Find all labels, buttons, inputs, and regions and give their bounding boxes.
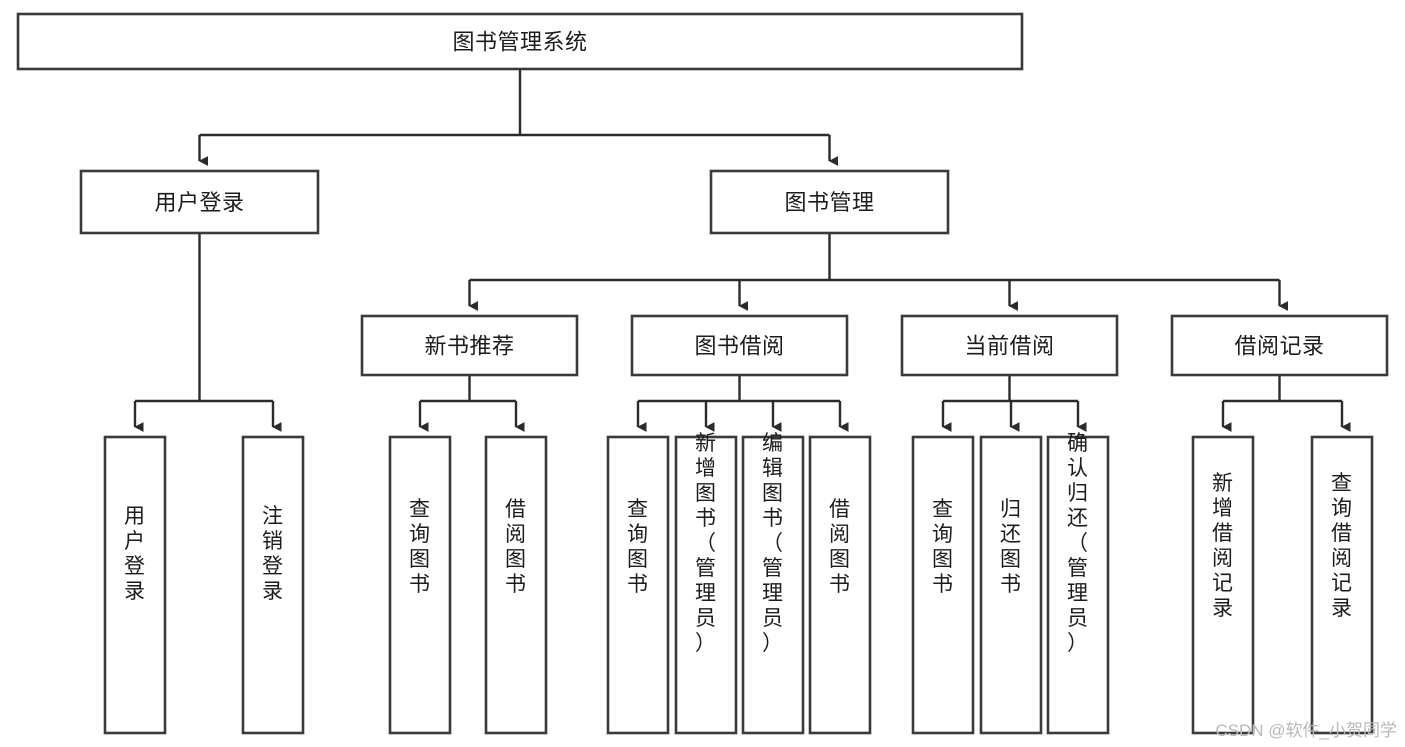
node-leaf-borrow-book-1[interactable]: 借阅图书: [484, 435, 548, 735]
node-label-leaf-add-book-admin: 新增图书（管理员）: [695, 432, 717, 655]
node-label-leaf-query-book-2: 查询图书: [627, 498, 649, 596]
node-label-book-borrow: 图书借阅: [694, 334, 784, 359]
node-label-leaf-borrow-book-1: 借阅图书: [505, 498, 527, 596]
node-user-login[interactable]: 用户登录: [79, 169, 320, 235]
node-box-book-manage: [709, 169, 950, 235]
edge-group-from-root: [198, 69, 839, 166]
node-leaf-query-book-2[interactable]: 查询图书: [606, 435, 670, 735]
node-leaf-add-book-admin[interactable]: 新增图书（管理员）: [674, 432, 738, 735]
node-box-book-borrow: [630, 314, 849, 377]
node-leaf-query-book-1[interactable]: 查询图书: [388, 435, 452, 735]
node-label-leaf-logout-login: 注销登录: [262, 505, 284, 603]
node-box-leaf-edit-book-admin: [741, 435, 805, 735]
edge-group-from-current-borrow: [941, 375, 1087, 432]
node-box-borrow-record: [1170, 314, 1389, 377]
node-label-leaf-query-book-3: 查询图书: [932, 498, 954, 596]
node-box-leaf-add-book-admin: [674, 435, 738, 735]
watermark-text: CSDN @软件_小贺同学: [1215, 721, 1397, 740]
node-box-leaf-query-book-1: [388, 435, 452, 735]
node-box-user-login: [79, 169, 320, 235]
edge-group-from-new-book-recommend: [418, 375, 525, 432]
node-leaf-user-login[interactable]: 用户登录: [103, 435, 167, 735]
node-root[interactable]: 图书管理系统: [16, 12, 1024, 71]
node-label-book-manage: 图书管理: [784, 190, 874, 215]
edge-group-from-user-login: [133, 233, 282, 432]
node-leaf-return-book[interactable]: 归还图书: [979, 435, 1043, 735]
node-leaf-confirm-return-admin[interactable]: 确认归还（管理员）: [1046, 432, 1110, 735]
node-book-borrow[interactable]: 图书借阅: [630, 314, 849, 377]
node-label-leaf-query-borrow-record: 查询借阅记录: [1331, 472, 1353, 620]
edge-group-from-book-manage: [468, 233, 1289, 311]
node-leaf-query-book-3[interactable]: 查询图书: [911, 435, 975, 735]
node-label-leaf-query-book-1: 查询图书: [409, 498, 431, 596]
node-label-new-book-recommend: 新书推荐: [424, 334, 514, 359]
node-borrow-record[interactable]: 借阅记录: [1170, 314, 1389, 377]
node-current-borrow[interactable]: 当前借阅: [900, 314, 1119, 377]
node-label-leaf-user-login: 用户登录: [124, 505, 146, 603]
edge-layer: [133, 69, 1351, 432]
node-leaf-query-borrow-record[interactable]: 查询借阅记录: [1310, 435, 1374, 735]
node-box-current-borrow: [900, 314, 1119, 377]
node-label-root: 图书管理系统: [452, 30, 587, 55]
node-box-leaf-user-login: [103, 435, 167, 735]
node-box-root: [16, 12, 1024, 71]
node-new-book-recommend[interactable]: 新书推荐: [360, 314, 579, 377]
node-box-leaf-borrow-book-2: [808, 435, 872, 735]
node-box-leaf-add-borrow-record: [1191, 435, 1255, 735]
node-label-borrow-record: 借阅记录: [1234, 334, 1324, 359]
node-leaf-add-borrow-record[interactable]: 新增借阅记录: [1191, 435, 1255, 735]
node-box-leaf-query-borrow-record: [1310, 435, 1374, 735]
node-label-leaf-borrow-book-2: 借阅图书: [829, 498, 851, 596]
node-label-leaf-add-borrow-record: 新增借阅记录: [1212, 472, 1234, 620]
node-label-current-borrow: 当前借阅: [964, 334, 1054, 359]
node-box-new-book-recommend: [360, 314, 579, 377]
node-box-leaf-query-book-2: [606, 435, 670, 735]
node-label-leaf-confirm-return-admin: 确认归还（管理员）: [1067, 432, 1089, 655]
node-box-leaf-return-book: [979, 435, 1043, 735]
node-label-user-login: 用户登录: [154, 190, 244, 215]
node-box-leaf-query-book-3: [911, 435, 975, 735]
edge-group-from-book-borrow: [636, 375, 849, 432]
node-box-leaf-logout-login: [241, 435, 305, 735]
node-book-manage[interactable]: 图书管理: [709, 169, 950, 235]
node-leaf-logout-login[interactable]: 注销登录: [241, 435, 305, 735]
edge-group-from-borrow-record: [1221, 375, 1351, 432]
node-label-leaf-return-book: 归还图书: [1000, 498, 1022, 596]
node-leaf-edit-book-admin[interactable]: 编辑图书（管理员）: [741, 432, 805, 735]
node-box-leaf-confirm-return-admin: [1046, 435, 1110, 735]
node-leaf-borrow-book-2[interactable]: 借阅图书: [808, 435, 872, 735]
node-box-leaf-borrow-book-1: [484, 435, 548, 735]
node-label-leaf-edit-book-admin: 编辑图书（管理员）: [762, 432, 784, 655]
node-layer: 图书管理系统用户登录图书管理新书推荐图书借阅当前借阅借阅记录用户登录注销登录查询…: [16, 12, 1389, 735]
